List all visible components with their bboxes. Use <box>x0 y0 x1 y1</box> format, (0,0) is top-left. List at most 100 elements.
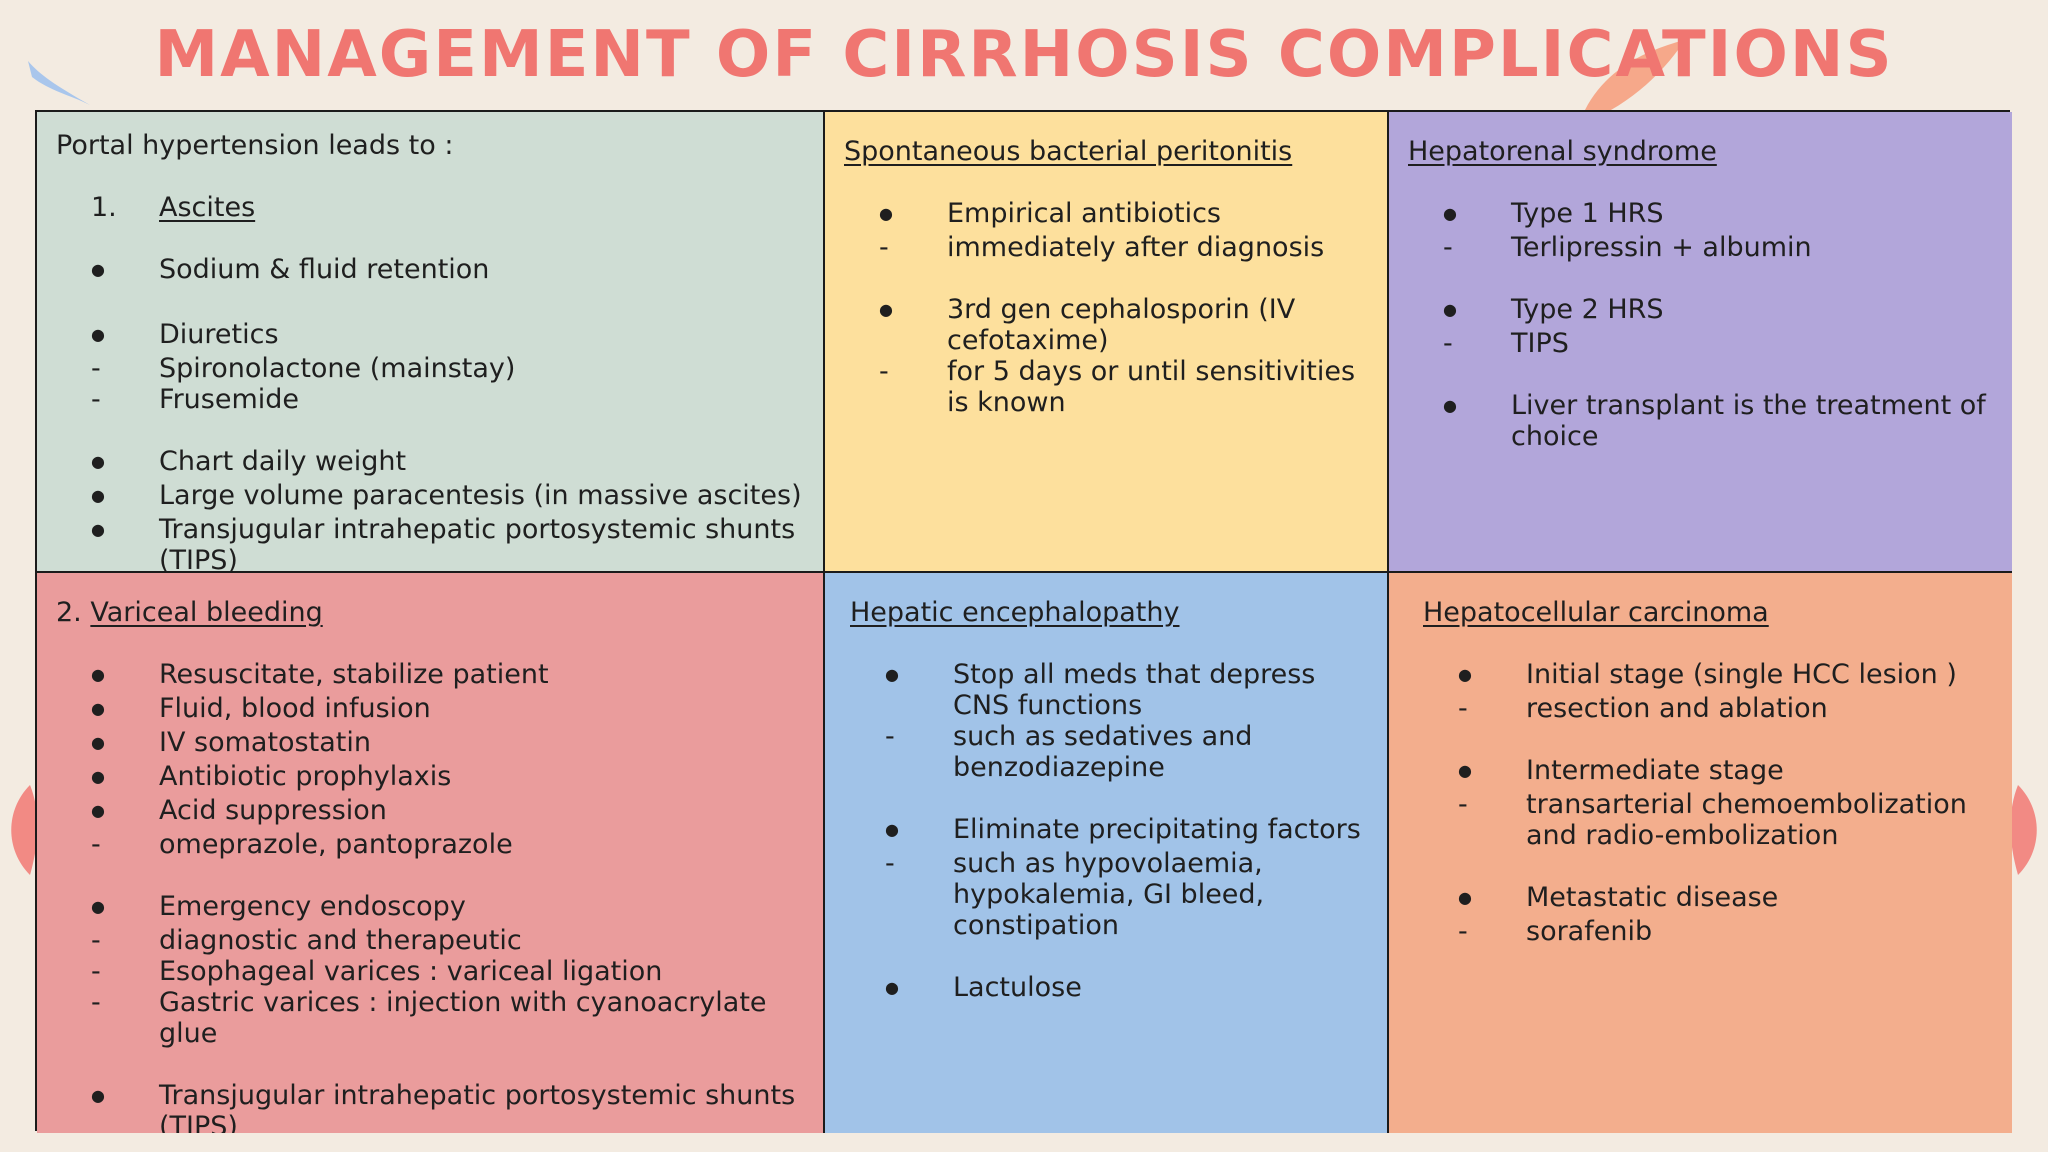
list-item: diagnostic and therapeutic <box>56 925 803 956</box>
list-item-text: immediately after diagnosis <box>947 232 1325 263</box>
list-item: Lactulose <box>850 972 1367 1006</box>
sbp-panel: Spontaneous bacterial peritonitis Empiri… <box>825 112 1389 573</box>
bullet-icon <box>1423 755 1526 789</box>
dash-icon <box>56 925 159 956</box>
list-item-text: Esophageal varices : variceal ligation <box>159 956 663 987</box>
list-spacer <box>56 1049 803 1080</box>
list-item-text: Fluid, blood infusion <box>159 693 431 724</box>
list-item: Eliminate precipitating factors <box>850 814 1367 848</box>
list-item-text: Chart daily weight <box>159 446 407 477</box>
hcc-panel: Hepatocellular carcinoma Initial stage (… <box>1389 573 2012 1133</box>
he-heading: Hepatic encephalopathy <box>850 597 1180 628</box>
list-item: Type 1 HRS <box>1408 198 1992 232</box>
list-item: Terlipressin + albumin <box>1408 232 1992 263</box>
list-item-text: Type 1 HRS <box>1511 198 1664 229</box>
variceal-list: Resuscitate, stabilize patientFluid, blo… <box>56 659 803 1133</box>
list-item: Gastric varices : injection with cyanoac… <box>56 987 803 1049</box>
bullet-icon <box>56 446 159 480</box>
list-spacer <box>56 288 803 319</box>
dash-icon <box>56 384 159 415</box>
list-item-text: diagnostic and therapeutic <box>159 925 522 956</box>
bullet-icon <box>56 795 159 829</box>
list-item: Transjugular intrahepatic portosystemic … <box>56 514 803 571</box>
list-item: 3rd gen cephalosporin (IV cefotaxime) <box>844 294 1367 356</box>
variceal-heading: Variceal bleeding <box>90 597 323 628</box>
list-item-text: Initial stage (single HCC lesion ) <box>1526 659 1957 690</box>
list-spacer <box>56 415 803 446</box>
dash-icon <box>844 356 947 418</box>
list-spacer <box>1408 359 1992 390</box>
portal-lead: Portal hypertension leads to : <box>56 130 454 161</box>
page-title: MANAGEMENT OF CIRRHOSIS COMPLICATIONS <box>154 18 1894 92</box>
list-item-text: Empirical antibiotics <box>947 198 1221 229</box>
bullet-icon <box>56 514 159 571</box>
dash-icon <box>1423 789 1526 851</box>
list-item: Antibiotic prophylaxis <box>56 761 803 795</box>
list-item-text: Frusemide <box>159 384 300 415</box>
list-item-text: such as hypovolaemia, hypokalemia, GI bl… <box>953 848 1265 941</box>
list-item: Resuscitate, stabilize patient <box>56 659 803 693</box>
variceal-bleeding-panel: 2. Variceal bleeding Resuscitate, stabil… <box>37 573 825 1133</box>
list-item: Frusemide <box>56 384 803 415</box>
list-item-text: such as sedatives and benzodiazepine <box>953 721 1253 783</box>
list-item: such as sedatives and benzodiazepine <box>850 721 1367 783</box>
bullet-icon <box>56 761 159 795</box>
list-item: Liver transplant is the treatment of cho… <box>1408 390 1992 452</box>
bullet-icon <box>56 727 159 761</box>
list-item-text: Lactulose <box>953 972 1082 1003</box>
hrs-heading: Hepatorenal syndrome <box>1408 136 1717 167</box>
list-item-text: IV somatostatin <box>159 727 371 758</box>
bullet-icon <box>844 294 947 356</box>
list-item-text: Diuretics <box>159 319 279 350</box>
list-item: resection and ablation <box>1423 693 1992 724</box>
bullet-icon <box>56 319 159 353</box>
list-item-text: Sodium & fluid retention <box>159 254 490 285</box>
bullet-icon <box>850 814 953 848</box>
list-item-text: resection and ablation <box>1526 693 1828 724</box>
dash-icon <box>850 848 953 941</box>
list-item: Acid suppression <box>56 795 803 829</box>
variceal-number: 2. <box>56 597 82 628</box>
dash-icon <box>844 232 947 263</box>
list-item: Large volume paracentesis (in massive as… <box>56 480 803 514</box>
dash-icon <box>56 353 159 384</box>
list-item-text: for 5 days or until sensitivities is kno… <box>947 356 1356 418</box>
list-item: Transjugular intrahepatic portosystemic … <box>56 1080 803 1133</box>
leaf-decoration-right <box>2010 785 2037 875</box>
list-item: such as hypovolaemia, hypokalemia, GI bl… <box>850 848 1367 941</box>
bullet-icon <box>56 693 159 727</box>
list-item-text: Emergency endoscopy <box>159 891 466 922</box>
list-item: TIPS <box>1408 328 1992 359</box>
ascites-number: 1. <box>91 192 117 223</box>
bullet-icon <box>850 659 953 721</box>
portal-hypertension-panel: Portal hypertension leads to : 1. Ascite… <box>37 112 825 573</box>
ascites-heading: Ascites <box>159 192 256 223</box>
list-item: Fluid, blood infusion <box>56 693 803 727</box>
list-item-text: Spironolactone (mainstay) <box>159 353 516 384</box>
hepatic-encephalopathy-panel: Hepatic encephalopathy Stop all meds tha… <box>825 573 1389 1133</box>
hrs-list: Type 1 HRSTerlipressin + albuminType 2 H… <box>1408 198 1992 452</box>
bullet-icon <box>56 659 159 693</box>
bullet-icon <box>850 972 953 1006</box>
list-item-text: Type 2 HRS <box>1511 294 1664 325</box>
list-item: IV somatostatin <box>56 727 803 761</box>
bullet-icon <box>1423 659 1526 693</box>
list-item-text: Acid suppression <box>159 795 387 826</box>
list-item: for 5 days or until sensitivities is kno… <box>844 356 1367 418</box>
list-item-text: Gastric varices : injection with cyanoac… <box>159 987 767 1049</box>
dash-icon <box>1423 916 1526 947</box>
list-item: transarterial chemoembolization and radi… <box>1423 789 1992 851</box>
dash-icon <box>850 721 953 783</box>
variceal-heading-row: 2. Variceal bleeding <box>56 597 803 628</box>
list-item: Empirical antibiotics <box>844 198 1367 232</box>
list-item-text: Intermediate stage <box>1526 755 1784 786</box>
dash-icon <box>56 829 159 860</box>
dash-icon <box>56 987 159 1049</box>
list-item: sorafenib <box>1423 916 1992 947</box>
bullet-icon <box>1423 882 1526 916</box>
list-item-text: 3rd gen cephalosporin (IV cefotaxime) <box>947 294 1296 356</box>
list-item-text: Antibiotic prophylaxis <box>159 761 452 792</box>
list-item: Esophageal varices : variceal ligation <box>56 956 803 987</box>
list-item: Emergency endoscopy <box>56 891 803 925</box>
ascites-heading-row: 1. Ascites <box>56 192 803 223</box>
